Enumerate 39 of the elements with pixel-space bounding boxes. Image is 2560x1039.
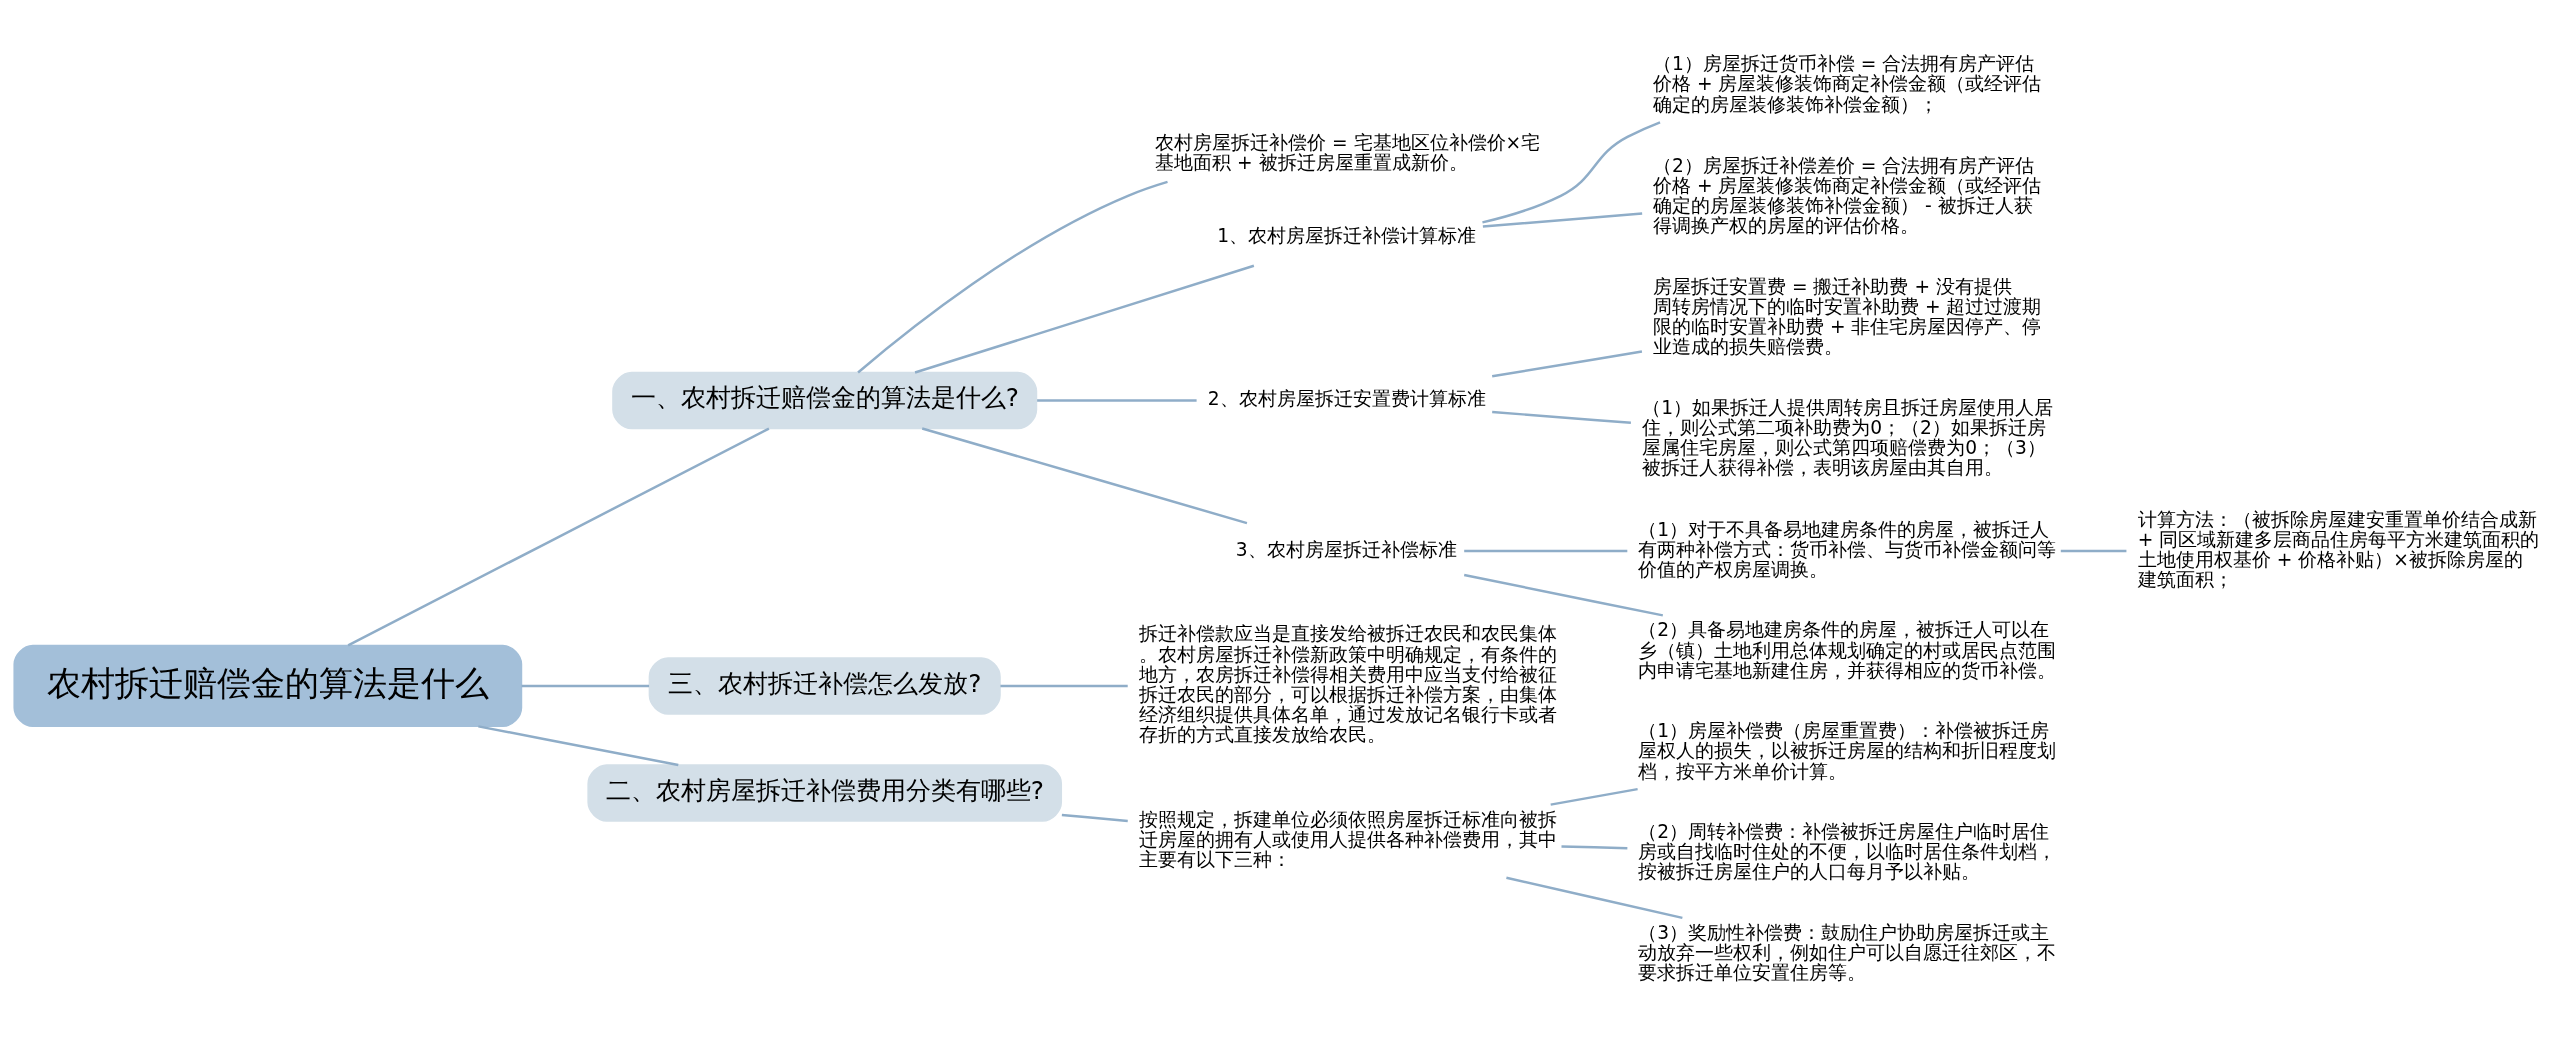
connector	[857, 180, 1168, 373]
node-text: （1）房屋拆迁货币补偿 = 合法拥有房产评估价格 + 房屋装修装饰商定补偿金额（或经评估确定的房屋装修装饰补偿金额）；	[1653, 52, 2042, 115]
node-text: 3、农村房屋拆迁补偿标准	[1235, 538, 1457, 560]
node-box: 农村拆迁赔偿金的算法是什么	[13, 644, 523, 727]
node-text: （3）奖励性补偿费：鼓励住户协助房屋拆迁或主动放弃一些权利，例如住户可以自愿迁往郊区，不要求拆迁单位安置住房等。	[1638, 921, 2057, 983]
node-text: （2）房屋拆迁补偿差价 = 合法拥有房产评估价格 + 房屋装修装饰商定补偿金额（或经评估确定的房屋装修装饰补偿金额） - 被拆迁人获得调换产权的房屋的评估价格。	[1653, 154, 2042, 236]
connector	[1561, 844, 1628, 849]
connector	[1482, 120, 1661, 224]
node-text: 农村房屋拆迁补偿价 = 宅基地区位补偿价×宅基地面积 + 被拆迁房屋重置成新价。	[1155, 131, 1541, 173]
connector	[521, 684, 650, 687]
node-text: 按照规定，拆建单位必须依照房屋拆迁标准向被拆迁房屋的拥有人或使用人提供各种补偿费用，其中主要有以下三种：	[1138, 808, 1557, 870]
connector	[914, 264, 1255, 374]
connector	[478, 724, 679, 766]
connector	[1550, 787, 1638, 806]
node-text: （1）对于不具备易地建房条件的房屋，被拆迁人有两种补偿方式：货币补偿、与货币补偿金额问等价值的产权房屋调换。	[1638, 518, 2057, 580]
node-text: （1）房屋补偿费（房屋重置费）：补偿被拆迁房屋权人的损失，以被拆迁房屋的结构和折旧程度划档，按平方米单价计算。	[1638, 719, 2057, 782]
connector	[1061, 813, 1128, 822]
connector	[1492, 410, 1631, 424]
node-box: 二、农村房屋拆迁补偿费用分类有哪些?	[587, 763, 1063, 822]
node-text: 拆迁补偿款应当是直接发给被拆迁农民和农民集体。农村房屋拆迁补偿新政策中明确规定，有条件的地方，农房拆迁补偿得相关费用中应当支付给被征拆迁农民的部分，可以根据拆迁补偿方案，由集体经济组织提供具体名单，通过发放记名银行卡或者存折的方式直接发放给农民。	[1138, 622, 1557, 745]
node-text: 2、农村房屋拆迁安置费计算标准	[1207, 387, 1486, 409]
connector	[1464, 549, 1628, 552]
connector	[2060, 549, 2127, 552]
connector	[1000, 684, 1128, 687]
node-text: 计算方法：（被拆除房屋建安重置单价结合成新 + 同区域新建多层商品住房每平方米建筑面积的土地使用权基价 + 价格补贴）×被拆除房屋的建筑面积；	[2137, 508, 2540, 590]
connector	[1037, 398, 1197, 402]
node-text: （2）具备易地建房条件的房屋，被拆迁人可以在乡（镇）土地利用总体规划确定的村或居民点范围内申请宅基地新建住房，并获得相应的货币补偿。	[1638, 619, 2057, 681]
node-text: 1、农村房屋拆迁补偿计算标准	[1217, 224, 1477, 246]
node-text: 房屋拆迁安置费 = 搬迁补助费 + 没有提供周转房情况下的临时安置补助费 + 超过过渡期限的临时安置补助费 + 非住宅房屋因停产、停业造成的损失赔偿费。	[1653, 275, 2042, 357]
node-box: 一、农村拆迁赔偿金的算法是什么?	[612, 371, 1038, 429]
node-text: （2）周转补偿费：补偿被拆迁房屋住户临时居住房或自找临时住处的不便，以临时居住条件划档，按被拆迁房屋住户的人口每月予以补贴。	[1638, 820, 2057, 882]
node-text: （1）如果拆迁人提供周转房且拆迁房屋使用人居住，则公式第二项补助费为0；（2）如果拆迁房屋属住宅房屋，则公式第四项赔偿费为0；（3）被拆迁人获得补偿，表明该房屋由其自用。	[1642, 396, 2054, 478]
connector	[1491, 349, 1643, 378]
connector	[347, 426, 770, 646]
connector	[1482, 211, 1643, 228]
connector	[1506, 876, 1683, 919]
node-box: 三、农村拆迁补偿怎么发放?	[648, 656, 1001, 715]
connector	[1463, 573, 1664, 617]
connector	[921, 426, 1248, 524]
